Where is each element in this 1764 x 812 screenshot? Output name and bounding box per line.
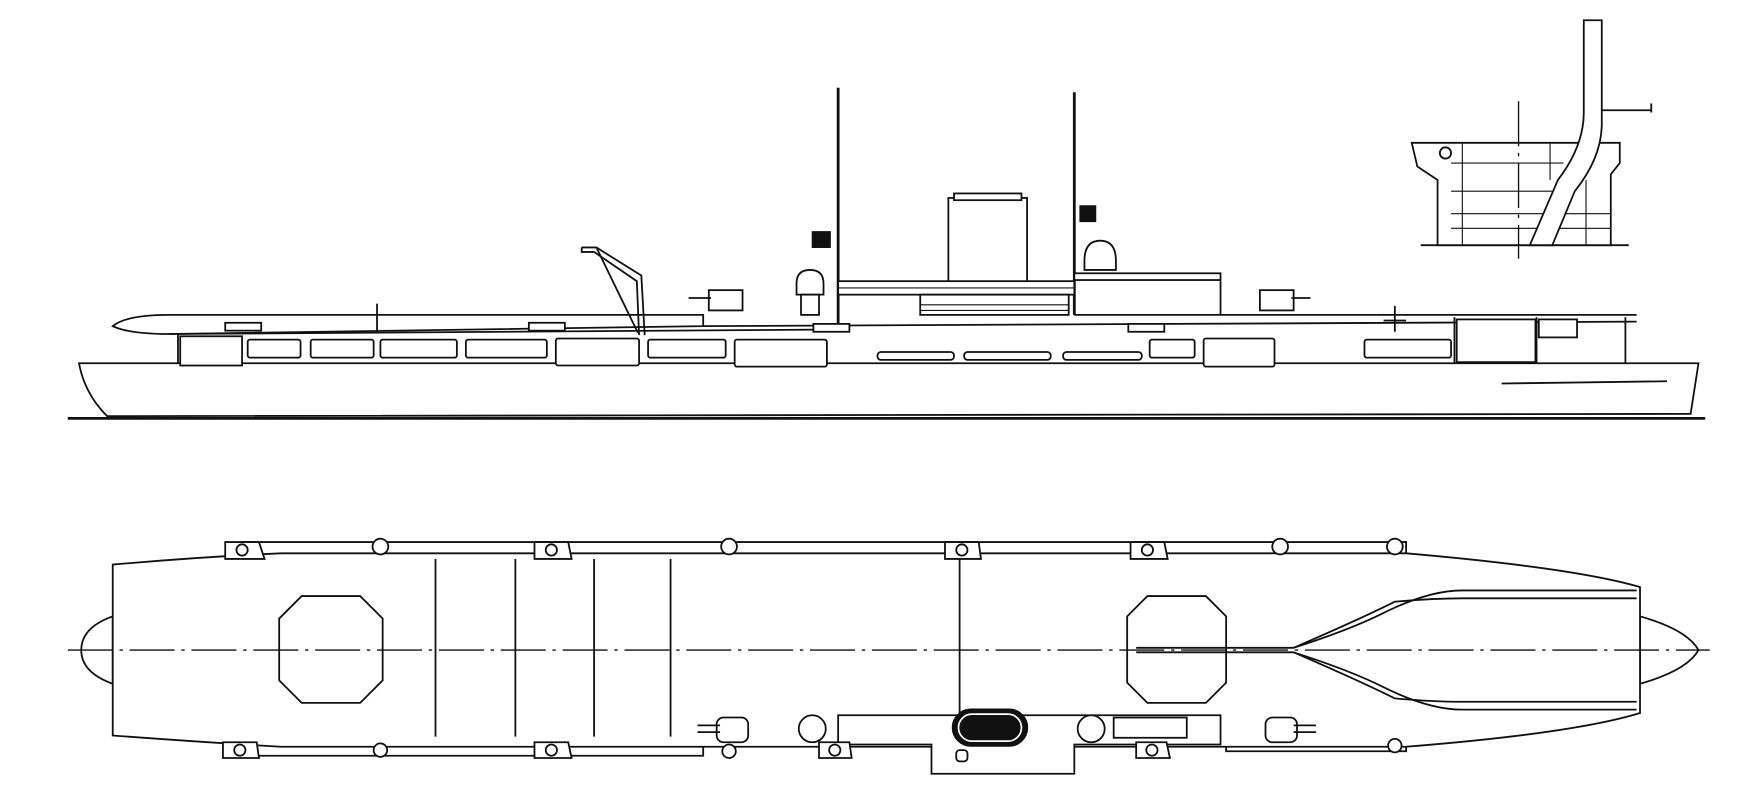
island <box>795 87 1222 330</box>
crane <box>580 246 646 336</box>
hull <box>77 362 1700 418</box>
gun-mounts-plan <box>697 714 1317 744</box>
sponsons <box>222 537 1404 759</box>
gun-mounts-side <box>224 289 1407 333</box>
flight-deck-line <box>168 328 839 335</box>
arrester-wires <box>434 551 961 737</box>
elevator-aft <box>278 595 384 704</box>
funnel-section-detail <box>1410 19 1653 259</box>
deck-supports <box>177 317 1627 364</box>
plan-view <box>67 537 1710 775</box>
aft-platform <box>1073 272 1222 281</box>
uptake <box>1528 19 1603 247</box>
hull-openings <box>179 318 1578 368</box>
elevator-forward <box>1126 595 1228 704</box>
director-forward <box>795 269 825 296</box>
boot-top-line <box>1501 380 1668 385</box>
side-elevation <box>67 87 1706 420</box>
director-aft <box>1083 239 1117 271</box>
funnel-plan <box>951 708 1029 747</box>
funnel <box>947 197 1028 284</box>
catapult-tracks <box>1136 589 1637 711</box>
